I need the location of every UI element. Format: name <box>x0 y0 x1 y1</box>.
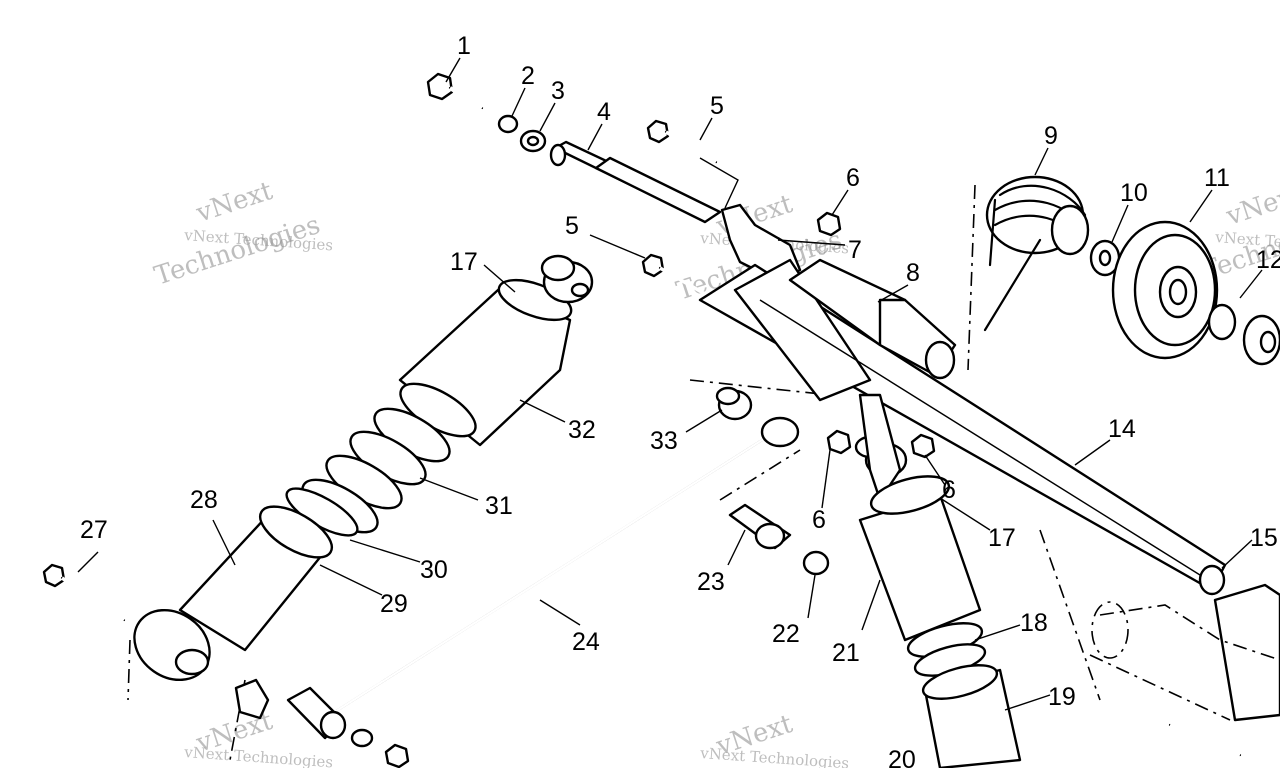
lower-bracket-left <box>234 678 270 720</box>
part-19-collar-right <box>921 664 1022 768</box>
lower-right-bolt <box>1168 723 1242 757</box>
bottom-washer <box>350 728 374 748</box>
part-5-bolt-upper <box>646 119 718 164</box>
callout-6-right: 6 <box>942 476 956 504</box>
rear-mount-bracket <box>1089 601 1280 721</box>
part-3-washer <box>519 129 547 153</box>
callout-8: 8 <box>906 259 920 287</box>
part-22-washer <box>802 550 830 576</box>
callout-5-lower: 5 <box>565 212 579 240</box>
watermark-bottom-center: vNext vNext Technologies <box>699 709 850 768</box>
part-4-shaft <box>549 140 722 224</box>
callout-33: 33 <box>650 427 678 455</box>
svg-text:vNext Technologies: vNext Technologies <box>183 743 334 768</box>
callout-15: 15 <box>1250 524 1278 552</box>
part-11-wheel <box>1111 220 1219 360</box>
callout-14: 14 <box>1108 415 1136 443</box>
svg-text:vNext: vNext <box>192 176 277 229</box>
callout-20: 20 <box>888 746 916 768</box>
callout-1: 1 <box>457 32 471 60</box>
part-1-bolt <box>426 72 484 110</box>
part-27-bolt <box>42 563 126 622</box>
callout-5-upper: 5 <box>710 92 724 120</box>
part-23-spacer <box>728 503 792 550</box>
part-28-shock-lower <box>178 505 333 652</box>
callout-6-upper: 6 <box>846 164 860 192</box>
part-10-washer <box>1089 239 1121 277</box>
watermark-top-left: vNext vNext Technologies Technologies <box>151 176 334 292</box>
part-6-nut-upper <box>816 211 842 237</box>
callout-19: 19 <box>1048 683 1076 711</box>
callout-22: 22 <box>772 620 800 648</box>
bottom-nut <box>384 743 410 768</box>
callout-numbers: 1 2 3 4 5 5 6 6 6 7 8 9 10 11 12 14 15 1… <box>80 32 1280 768</box>
callout-17-right: 17 <box>988 524 1016 552</box>
callout-17-left: 17 <box>450 248 478 276</box>
callout-6-mid: 6 <box>812 506 826 534</box>
part-7-bracket <box>720 203 802 284</box>
callout-29: 29 <box>380 590 408 618</box>
callout-12: 12 <box>1256 246 1280 274</box>
callout-4: 4 <box>597 98 611 126</box>
callout-3: 3 <box>551 77 565 105</box>
part-6-nut-mid <box>826 429 852 455</box>
part-17-bushing-right <box>854 393 908 502</box>
callout-27: 27 <box>80 516 108 544</box>
callout-2: 2 <box>521 62 535 90</box>
callout-10: 10 <box>1120 179 1148 207</box>
callout-9: 9 <box>1044 122 1058 150</box>
part-31-coil-spring <box>301 382 477 534</box>
callout-7: 7 <box>848 236 862 264</box>
part-8-sleeve <box>788 258 957 380</box>
part-24-tie-rod <box>286 416 800 740</box>
callout-31: 31 <box>485 492 513 520</box>
callout-32: 32 <box>568 416 596 444</box>
part-15-end-fitting <box>1198 564 1280 722</box>
part-9-torsion-spring <box>983 175 1090 332</box>
callout-23: 23 <box>697 568 725 596</box>
part-6-nut-right <box>910 433 936 459</box>
part-2-lock-washer <box>497 114 519 134</box>
part-33-bushing <box>715 386 753 421</box>
callout-18: 18 <box>1020 609 1048 637</box>
part-12-spacer <box>1207 303 1280 366</box>
callout-30: 30 <box>420 556 448 584</box>
leader-lines <box>77 57 1263 711</box>
callout-24: 24 <box>572 628 600 656</box>
part-21-shock-body-right <box>858 475 982 642</box>
part-17-bushing-left <box>540 254 594 304</box>
callout-21: 21 <box>832 639 860 667</box>
callout-28: 28 <box>190 486 218 514</box>
svg-text:vNext Technologies: vNext Technologies <box>699 744 850 768</box>
svg-text:vNext: vNext <box>1222 179 1280 232</box>
callout-11: 11 <box>1204 164 1230 192</box>
part-5-bolt-lower <box>641 253 714 300</box>
part-29-eye-mount <box>133 608 211 682</box>
